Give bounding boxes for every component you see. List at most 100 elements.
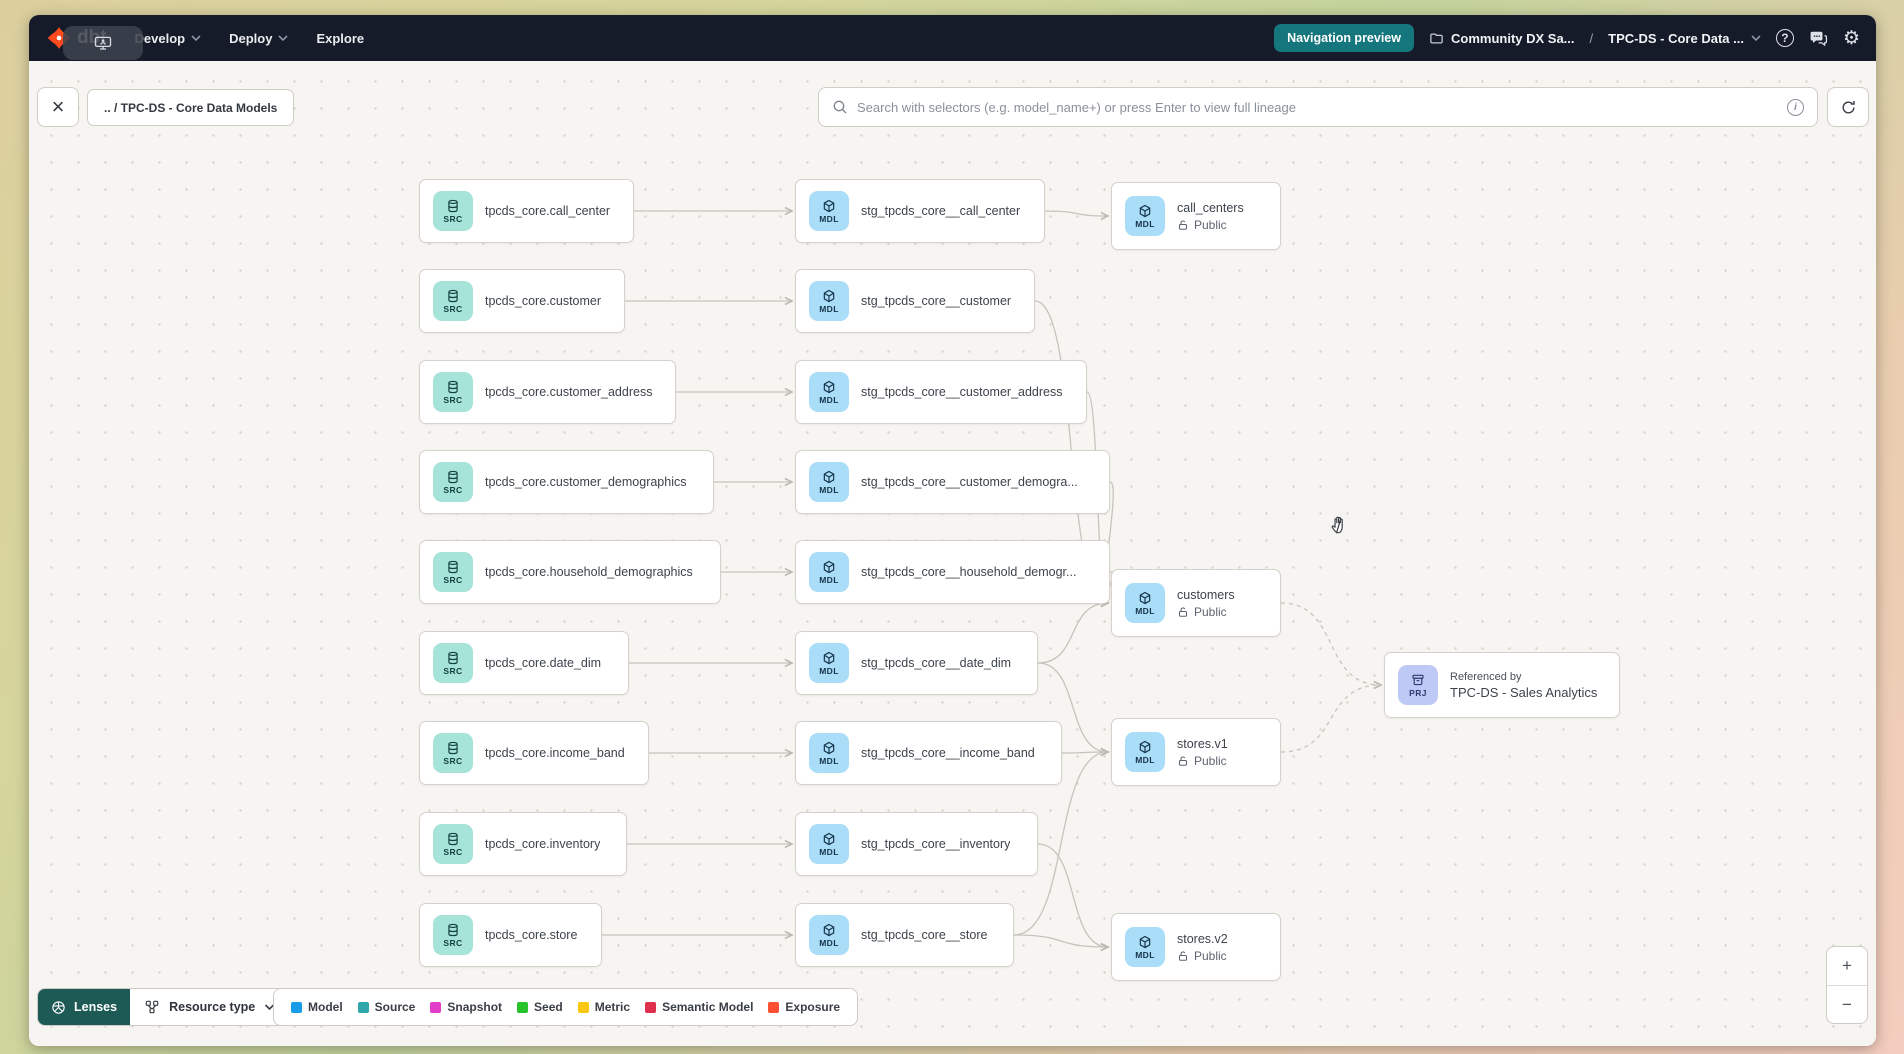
breadcrumb-project[interactable]: Community DX Sa...: [1429, 31, 1575, 46]
legend-item-semantic-model: Semantic Model: [645, 1000, 753, 1014]
refresh-lineage-button[interactable]: [1827, 87, 1869, 127]
source-icon: SRC: [433, 462, 473, 502]
node-sublabel: Referenced by: [1450, 670, 1522, 683]
model-icon: MDL: [809, 643, 849, 683]
breadcrumb-page[interactable]: TPC-DS - Core Data ...: [1608, 31, 1761, 46]
model-icon: MDL: [1125, 732, 1165, 772]
node-label: tpcds_core.date_dim: [485, 656, 602, 670]
legend-item-source: Source: [357, 1000, 415, 1014]
info-icon[interactable]: i: [1787, 98, 1804, 116]
edge-stg_store-to-stores_v1: [1013, 747, 1110, 936]
model-icon: MDL: [1125, 927, 1165, 967]
lineage-breadcrumb[interactable]: .. / TPC-DS - Core Data Models: [87, 89, 295, 126]
source-icon: SRC: [433, 552, 473, 592]
node-label: stg_tpcds_core__date_dim: [861, 656, 1012, 670]
legend-swatch: [645, 1001, 657, 1013]
dbt-logo-icon: [47, 27, 71, 49]
node-label: stg_tpcds_core__call_center: [861, 204, 1021, 218]
node-label: stg_tpcds_core__customer_address: [861, 385, 1063, 399]
node-label: stg_tpcds_core__income_band: [861, 746, 1035, 760]
screen-share-indicator: [63, 26, 143, 60]
project-icon: PRJ: [1398, 665, 1438, 705]
edge-stg_store-to-stores_v2: [1013, 934, 1110, 952]
chat-bubble-icon: [1810, 31, 1828, 46]
model-icon: MDL: [809, 372, 849, 412]
lineage-search-bar: i: [818, 87, 1818, 127]
node-label: TPC-DS - Sales Analytics: [1450, 684, 1598, 700]
graph-node-src_customer[interactable]: SRC tpcds_core.customer: [419, 269, 625, 333]
node-label: tpcds_core.customer_address: [485, 385, 653, 399]
legend-item-model: Model: [291, 1000, 343, 1014]
lock-icon: [1177, 755, 1189, 767]
gear-icon: ⚙: [1842, 27, 1860, 49]
graph-node-stg_call_center[interactable]: MDL stg_tpcds_core__call_center: [795, 179, 1045, 243]
node-label: customers: [1177, 587, 1235, 602]
resource-type-dropdown[interactable]: Resource type: [130, 989, 289, 1025]
node-label: tpcds_core.customer: [485, 294, 602, 308]
legend-swatch: [357, 1001, 369, 1013]
graph-node-stg_customer_address[interactable]: MDL stg_tpcds_core__customer_address: [795, 360, 1087, 424]
top-navbar: dbt Develop Deploy Explore Navigation pr…: [29, 15, 1876, 61]
node-label: stg_tpcds_core__store: [861, 928, 988, 942]
settings-button[interactable]: ⚙: [1843, 29, 1860, 48]
graph-node-src_customer_address[interactable]: SRC tpcds_core.customer_address: [419, 360, 676, 424]
lineage-search-input[interactable]: [857, 99, 1778, 115]
source-icon: SRC: [433, 372, 473, 412]
navigation-preview-badge[interactable]: Navigation preview: [1274, 24, 1414, 52]
nav-menu-explore[interactable]: Explore: [316, 30, 365, 46]
model-icon: MDL: [809, 191, 849, 231]
node-label: stg_tpcds_core__customer: [861, 294, 1012, 308]
lenses-button[interactable]: Lenses: [38, 989, 131, 1025]
legend-swatch: [768, 1001, 780, 1013]
legend-item-metric: Metric: [577, 1000, 630, 1014]
help-icon: ?: [1775, 29, 1794, 47]
graph-node-stg_date_dim[interactable]: MDL stg_tpcds_core__date_dim: [795, 631, 1038, 695]
legend-swatch: [291, 1001, 302, 1013]
graph-node-src_customer_demographics[interactable]: SRC tpcds_core.customer_demographics: [419, 450, 714, 514]
node-label: tpcds_core.customer_demographics: [485, 475, 687, 489]
legend-item-snapshot: Snapshot: [430, 1000, 502, 1014]
lock-icon: [1177, 606, 1189, 618]
graph-node-stg_income_band[interactable]: MDL stg_tpcds_core__income_band: [795, 721, 1062, 785]
source-icon: SRC: [433, 915, 473, 955]
help-button[interactable]: ?: [1775, 29, 1794, 47]
edge-stg_inventory-to-stores_v2: [1037, 843, 1110, 952]
model-icon: MDL: [809, 733, 849, 773]
chevron-down-icon: [278, 34, 289, 41]
node-label: stg_tpcds_core__inventory: [861, 837, 1011, 851]
edge-stg_date_dim-to-stores_v1: [1037, 662, 1110, 757]
nav-menu-develop[interactable]: Develop: [135, 31, 202, 46]
zoom-out-button[interactable]: −: [1827, 985, 1867, 1023]
source-icon: SRC: [433, 281, 473, 321]
legend-item-exposure: Exposure: [768, 1000, 840, 1014]
lenses-toolbar: Lenses Resource type: [37, 988, 291, 1026]
legend-swatch: [430, 1001, 442, 1013]
feedback-button[interactable]: [1809, 29, 1828, 48]
zoom-in-button[interactable]: +: [1842, 956, 1852, 975]
access-public-label: Public: [1177, 949, 1228, 963]
lineage-edges: [602, 206, 1383, 952]
node-label: tpcds_core.household_demographics: [485, 565, 693, 579]
lock-icon: [1177, 950, 1189, 962]
nav-menu-deploy[interactable]: Deploy: [229, 31, 289, 46]
graph-node-src_household_demographics[interactable]: SRC tpcds_core.household_demographics: [419, 540, 721, 604]
source-icon: SRC: [433, 733, 473, 773]
close-lineage-button[interactable]: ×: [37, 87, 79, 127]
